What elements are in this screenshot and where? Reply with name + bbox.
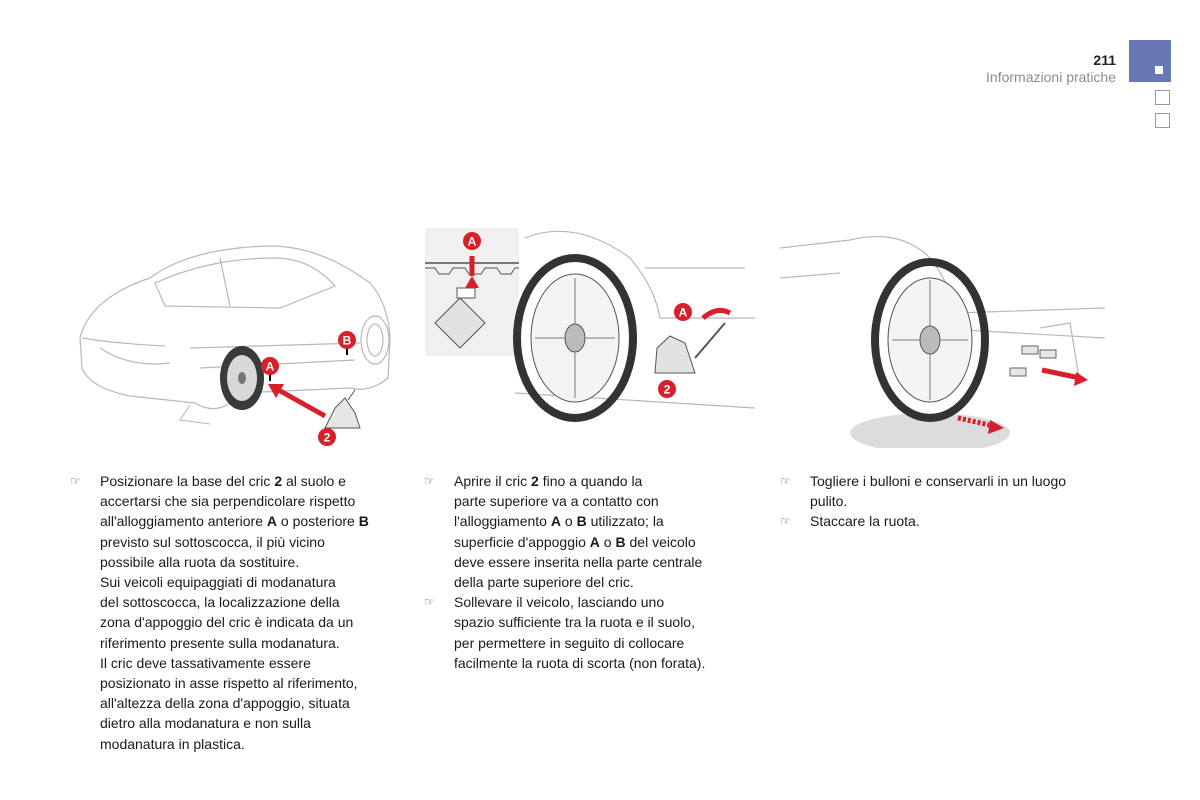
bold-reference: B: [358, 513, 369, 530]
text-run: Staccare la ruota.: [810, 513, 920, 530]
instruction-text: Sollevare il veicolo, lasciando uno spaz…: [454, 592, 754, 673]
svg-text:B: B: [343, 334, 352, 348]
bold-reference: 2: [274, 473, 283, 489]
pointing-hand-icon: ☞: [424, 474, 435, 488]
pointing-hand-icon: ☞: [424, 595, 435, 610]
bold-reference: B: [576, 513, 587, 530]
page-header: 211 Informazioni pratiche: [986, 52, 1116, 86]
label-a-marker: A: [463, 232, 481, 250]
label-b-marker: B: [338, 331, 356, 355]
section-tab-empty: [1155, 90, 1170, 105]
bold-reference: B: [615, 533, 626, 550]
instruction-item: ☞ Posizionare la base del cric 2 al suolo…: [70, 471, 400, 754]
label-a-marker: A: [261, 357, 279, 381]
bold-reference: A: [589, 533, 600, 550]
section-title: Informazioni pratiche: [986, 69, 1116, 85]
car-jack-points-illustration: A B 2: [70, 228, 400, 448]
text-run: al suolo e accertarsi che sia perpendico…: [100, 473, 356, 530]
svg-text:A: A: [468, 235, 477, 249]
bold-reference: A: [266, 513, 278, 530]
section-tabs: [1129, 40, 1171, 128]
label-a-marker: A: [674, 303, 692, 321]
bold-reference: 2: [531, 473, 539, 489]
instruction-item: ☞ Staccare la ruota.: [780, 511, 1120, 531]
instruction-column-2: ☞ Aprire il cric 2 fino a quando la parte…: [424, 471, 754, 673]
text-run: utilizzato; la superficie d'appoggio: [454, 513, 664, 550]
section-tab-active: [1129, 40, 1171, 82]
bold-reference: A: [550, 513, 561, 530]
svg-text:2: 2: [324, 431, 331, 445]
text-run: del veicolo deve essere inserita nella p…: [454, 533, 703, 591]
instruction-item: ☞ Aprire il cric 2 fino a quando la parte…: [424, 471, 754, 592]
label-2-marker: 2: [318, 428, 336, 446]
instruction-text: Togliere i bulloni e conservarli in un l…: [810, 471, 1120, 511]
instruction-column-1: ☞ Posizionare la base del cric 2 al suolo…: [70, 471, 400, 754]
pointing-hand-icon: ☞: [70, 474, 81, 488]
svg-text:A: A: [266, 360, 275, 374]
text-run: Aprire il cric: [454, 473, 532, 489]
page-number: 211: [1093, 52, 1116, 68]
text-run: o: [599, 533, 616, 550]
label-2-marker: 2: [658, 380, 676, 398]
text-run: Sollevare il veicolo, lasciando uno spaz…: [454, 594, 706, 671]
pointing-hand-icon: ☞: [780, 474, 791, 488]
instruction-text: Aprire il cric 2 fino a quando la parte …: [454, 471, 754, 592]
text-run: previsto sul sottoscocca, il più vicino …: [100, 533, 358, 752]
instruction-item: ☞ Sollevare il veicolo, lasciando uno spa…: [424, 592, 754, 673]
jack-raising-illustration: A A 2: [425, 228, 755, 448]
text-run: Posizionare la base del cric: [100, 473, 275, 489]
instruction-column-3: ☞ Togliere i bulloni e conservarli in un …: [780, 471, 1120, 532]
svg-text:2: 2: [664, 383, 671, 397]
section-tab-empty: [1155, 113, 1170, 128]
text-run: fino a quando la parte superiore va a co…: [454, 473, 659, 530]
instruction-item: ☞ Togliere i bulloni e conservarli in un …: [780, 471, 1120, 511]
svg-text:A: A: [679, 306, 688, 320]
instruction-text: Posizionare la base del cric 2 al suolo …: [100, 471, 400, 754]
tab-marker-icon: [1155, 66, 1163, 74]
text-run: o: [560, 513, 577, 530]
instruction-text: Staccare la ruota.: [810, 511, 1120, 531]
pointing-hand-icon: ☞: [780, 514, 791, 529]
text-run: Togliere i bulloni e conservarli in un l…: [810, 473, 1067, 510]
wheel-removal-illustration: [780, 228, 1110, 448]
text-run: o posteriore: [277, 513, 359, 530]
